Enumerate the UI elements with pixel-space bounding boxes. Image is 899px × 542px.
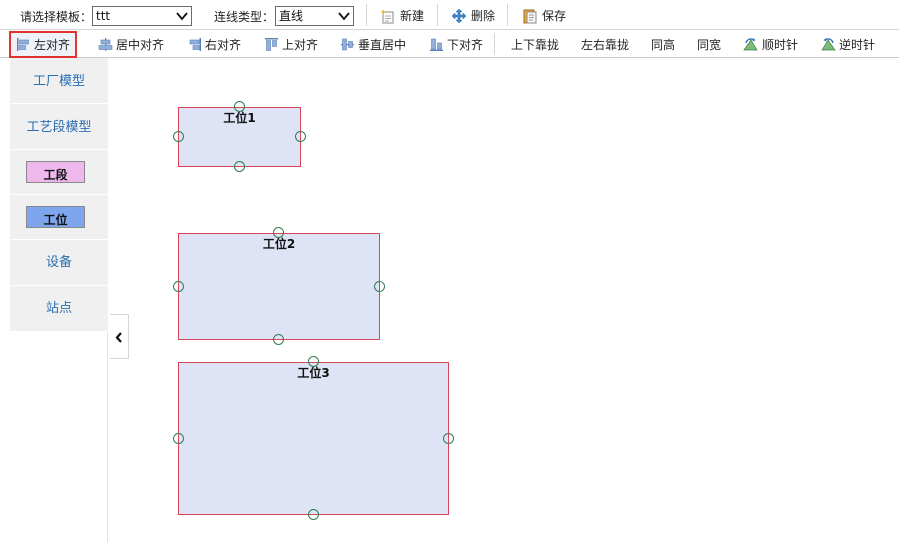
station-node-1[interactable]: 工位1 [178,107,301,167]
connection-port-right[interactable] [295,131,306,142]
chevron-down-icon [338,12,350,21]
rotate-counterclockwise-button[interactable]: 逆时针 [820,34,875,54]
sidebar-item-equipment[interactable]: 设备 [10,240,108,286]
align-center-icon [98,37,113,51]
connection-port-left[interactable] [173,433,184,444]
sidebar-item-station: 工位 [10,195,108,240]
same-width-button[interactable]: 同宽 [697,34,721,54]
align-middle-label: 垂直居中 [358,37,407,52]
connection-port-top[interactable] [273,227,284,238]
compact-vertical-label: 上下靠拢 [511,37,560,52]
sidebar-item-label: 工厂模型 [32,74,85,89]
rotate-ccw-icon [821,37,836,50]
same-height-label: 同高 [651,37,676,52]
align-top-label: 上对齐 [282,37,319,52]
connection-port-left[interactable] [173,131,184,142]
align-bottom-icon [430,38,443,51]
chevron-left-icon [115,332,122,343]
collapse-sidebar-button[interactable] [110,314,129,359]
connection-port-top[interactable] [308,356,319,367]
template-label: 请选择模板： [20,10,93,24]
same-width-label: 同宽 [697,37,722,52]
connection-port-bottom[interactable] [308,509,319,520]
toolbar-divider [494,33,495,55]
align-right-button[interactable]: 右对齐 [187,34,241,54]
connection-port-right[interactable] [443,433,454,444]
toolbar-divider [507,4,508,26]
align-top-button[interactable]: 上对齐 [264,34,318,54]
station-node-title: 工位2 [262,237,296,251]
design-canvas[interactable]: 工位1 工位2 工位3 [110,58,899,542]
toolbar-divider [437,4,438,26]
rotate-cw-icon [743,37,758,50]
alignment-toolbar: 左对齐 居中对齐 右对齐 上对齐 垂直居中 [0,30,899,58]
save-button-label: 保存 [542,9,567,23]
station-shape-label: 工位 [43,213,68,227]
align-top-icon [265,37,278,51]
connection-port-bottom[interactable] [273,334,284,345]
align-center-label: 居中对齐 [116,37,165,52]
sidebar-item-label: 工艺段模型 [26,120,92,135]
sidebar-item-label: 站点 [45,301,72,316]
section-shape-swatch[interactable]: 工段 [26,161,85,183]
align-left-button[interactable]: 左对齐 [9,31,78,58]
main-toolbar: 请选择模板： ttt 连线类型： 直线 新建 删除 [0,0,899,30]
align-middle-icon [341,38,354,50]
template-select[interactable]: ttt [92,6,192,26]
align-bottom-button[interactable]: 下对齐 [429,34,483,54]
delete-button-label: 删除 [471,9,496,23]
align-right-icon [189,37,201,51]
align-left-icon [17,38,29,51]
sidebar-item-site[interactable]: 站点 [10,286,108,332]
station-node-3[interactable]: 工位3 [178,362,449,515]
align-left-label: 左对齐 [34,38,71,52]
connection-port-left[interactable] [173,281,184,292]
new-document-icon [380,9,394,24]
section-shape-label: 工段 [43,168,68,182]
save-button[interactable]: 保存 [522,6,566,26]
compact-horizontal-button[interactable]: 左右靠拢 [581,34,629,54]
sidebar-item-factory-model[interactable]: 工厂模型 [10,58,108,104]
station-node-2[interactable]: 工位2 [178,233,380,340]
same-height-button[interactable]: 同高 [651,34,675,54]
delete-button[interactable]: 删除 [451,6,495,26]
rotate-clockwise-label: 顺时针 [762,37,799,52]
toolbar-divider [366,4,367,26]
new-button-label: 新建 [400,9,425,23]
connection-port-top[interactable] [234,101,245,112]
compact-vertical-button[interactable]: 上下靠拢 [511,34,559,54]
sidebar-item-process-segment-model[interactable]: 工艺段模型 [10,104,108,150]
connection-port-bottom[interactable] [234,161,245,172]
rotate-counterclockwise-label: 逆时针 [839,37,876,52]
move-arrows-icon [451,8,467,24]
linetype-select[interactable]: 直线 [275,6,354,26]
component-palette: 工厂模型 工艺段模型 工段 工位 设备 站点 [10,58,108,542]
align-center-button[interactable]: 居中对齐 [98,34,164,54]
align-bottom-label: 下对齐 [447,37,484,52]
compact-horizontal-label: 左右靠拢 [581,37,630,52]
connection-port-right[interactable] [374,281,385,292]
sidebar-item-section: 工段 [10,150,108,195]
sidebar-item-label: 设备 [45,255,72,270]
chevron-down-icon [176,12,188,21]
template-select-value: ttt [96,9,111,23]
rotate-clockwise-button[interactable]: 顺时针 [743,34,798,54]
station-node-title: 工位3 [297,366,330,380]
station-shape-swatch[interactable]: 工位 [26,206,85,228]
new-button[interactable]: 新建 [380,6,424,26]
save-clipboard-icon [523,9,537,24]
linetype-select-value: 直线 [279,9,304,23]
align-right-label: 右对齐 [205,37,242,52]
align-middle-button[interactable]: 垂直居中 [340,34,406,54]
linetype-label: 连线类型： [214,10,275,24]
station-node-title: 工位1 [223,111,256,125]
